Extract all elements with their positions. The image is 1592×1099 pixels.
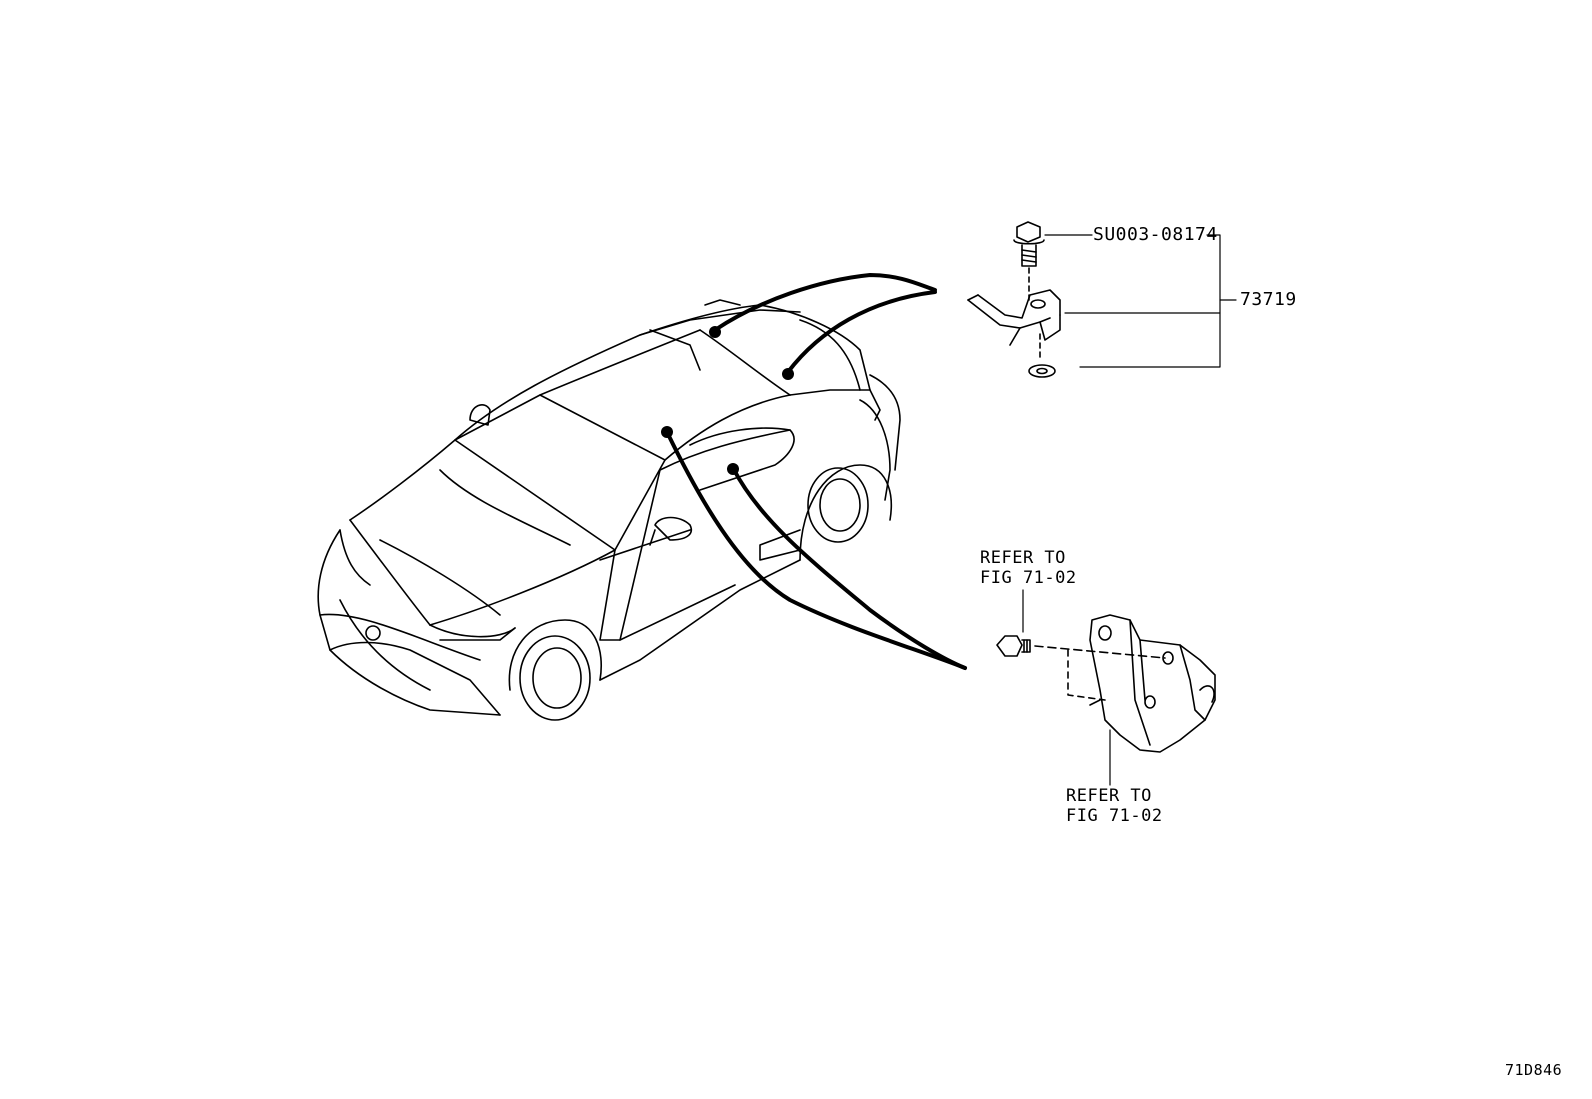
location-leaders (665, 273, 967, 670)
refer-lower-line1: REFER TO (1066, 786, 1152, 806)
bolt-part-number: SU003-08174 (1093, 224, 1218, 245)
refer-upper-line1: REFER TO (980, 548, 1066, 568)
vehicle-illustration (317, 299, 901, 721)
refer-lower-line2: FIG 71-02 (1066, 806, 1163, 826)
refer-upper-line2: FIG 71-02 (980, 568, 1077, 588)
assembly-part-number: 73719 (1240, 289, 1297, 310)
figure-code: 71D846 (1505, 1061, 1563, 1079)
bracket-assembly-73719 (967, 221, 1237, 378)
lower-bracket (996, 589, 1216, 786)
mount-point-dots (661, 326, 794, 475)
